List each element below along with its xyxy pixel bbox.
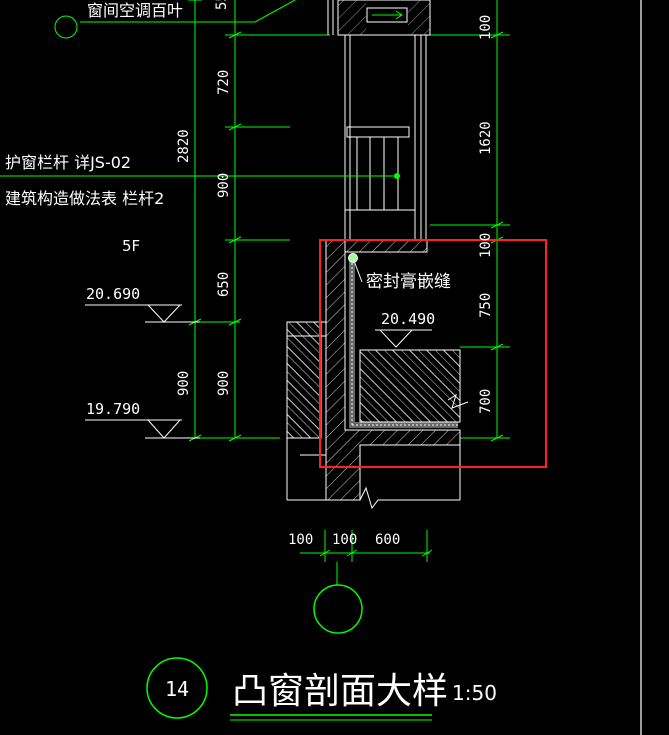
- title-bubble: [146, 657, 208, 719]
- dim-inner-720: 720: [216, 70, 232, 95]
- elevation-19790: 19.790: [86, 400, 140, 418]
- dim-bottom-100a: 100: [288, 532, 313, 548]
- label-sealant: 密封膏嵌缝: [366, 271, 451, 292]
- top-slab-hatch: [408, 0, 430, 35]
- railing-point: [394, 173, 400, 179]
- elevation-marker-20690: [85, 304, 200, 323]
- dim-outer-2820: 2820: [176, 129, 192, 163]
- dim-right-750: 750: [478, 293, 494, 318]
- left-column: [286, 321, 322, 439]
- window-frame: [327, 0, 431, 240]
- highlight-box: [319, 239, 547, 468]
- dim-right-1620: 1620: [478, 121, 494, 155]
- dim-right-100b: 100: [478, 233, 494, 258]
- top-slab-hatch: [338, 0, 366, 35]
- elevation-marker-19790: [85, 419, 200, 439]
- title-scale: 1:50: [452, 681, 497, 705]
- louver-leader: [254, 0, 296, 23]
- wall-outline: [286, 438, 461, 510]
- dim-inner-650: 650: [216, 272, 232, 297]
- break-mark: [447, 393, 469, 409]
- sealant-leader: [352, 257, 363, 283]
- bottom-dimension-chain: [300, 530, 433, 585]
- window-sill-arrow: [372, 10, 403, 20]
- label-ac-louver: 窗间空调百叶: [87, 1, 183, 20]
- title-number: 14: [165, 677, 189, 701]
- dim-bottom-600: 600: [375, 532, 400, 548]
- dim-outer-900: 900: [176, 371, 192, 396]
- dim-inner-900b: 900: [216, 371, 232, 396]
- dim-right-700: 700: [478, 389, 494, 414]
- label-railing-ref: 护窗栏杆 详JS-02: [5, 153, 131, 172]
- louver-bubble: [54, 15, 78, 39]
- title-text: 凸窗剖面大样: [232, 671, 448, 712]
- top-clip-dim: 55: [214, 0, 230, 10]
- label-construction-ref: 建筑构造做法表 栏杆2: [5, 189, 164, 208]
- sill-slab: [344, 239, 428, 253]
- elevation-20690: 20.690: [86, 285, 140, 303]
- left-column-top: [286, 321, 327, 337]
- elevation-20490: 20.490: [381, 310, 435, 328]
- label-floor: 5F: [122, 237, 140, 255]
- elevation-marker-20490: [375, 329, 432, 348]
- floor-block: [359, 349, 461, 423]
- dim-inner-900: 900: [216, 173, 232, 198]
- dim-bottom-100b: 100: [332, 532, 357, 548]
- dim-right-100a: 100: [478, 15, 494, 40]
- axis-bubble: [313, 584, 363, 634]
